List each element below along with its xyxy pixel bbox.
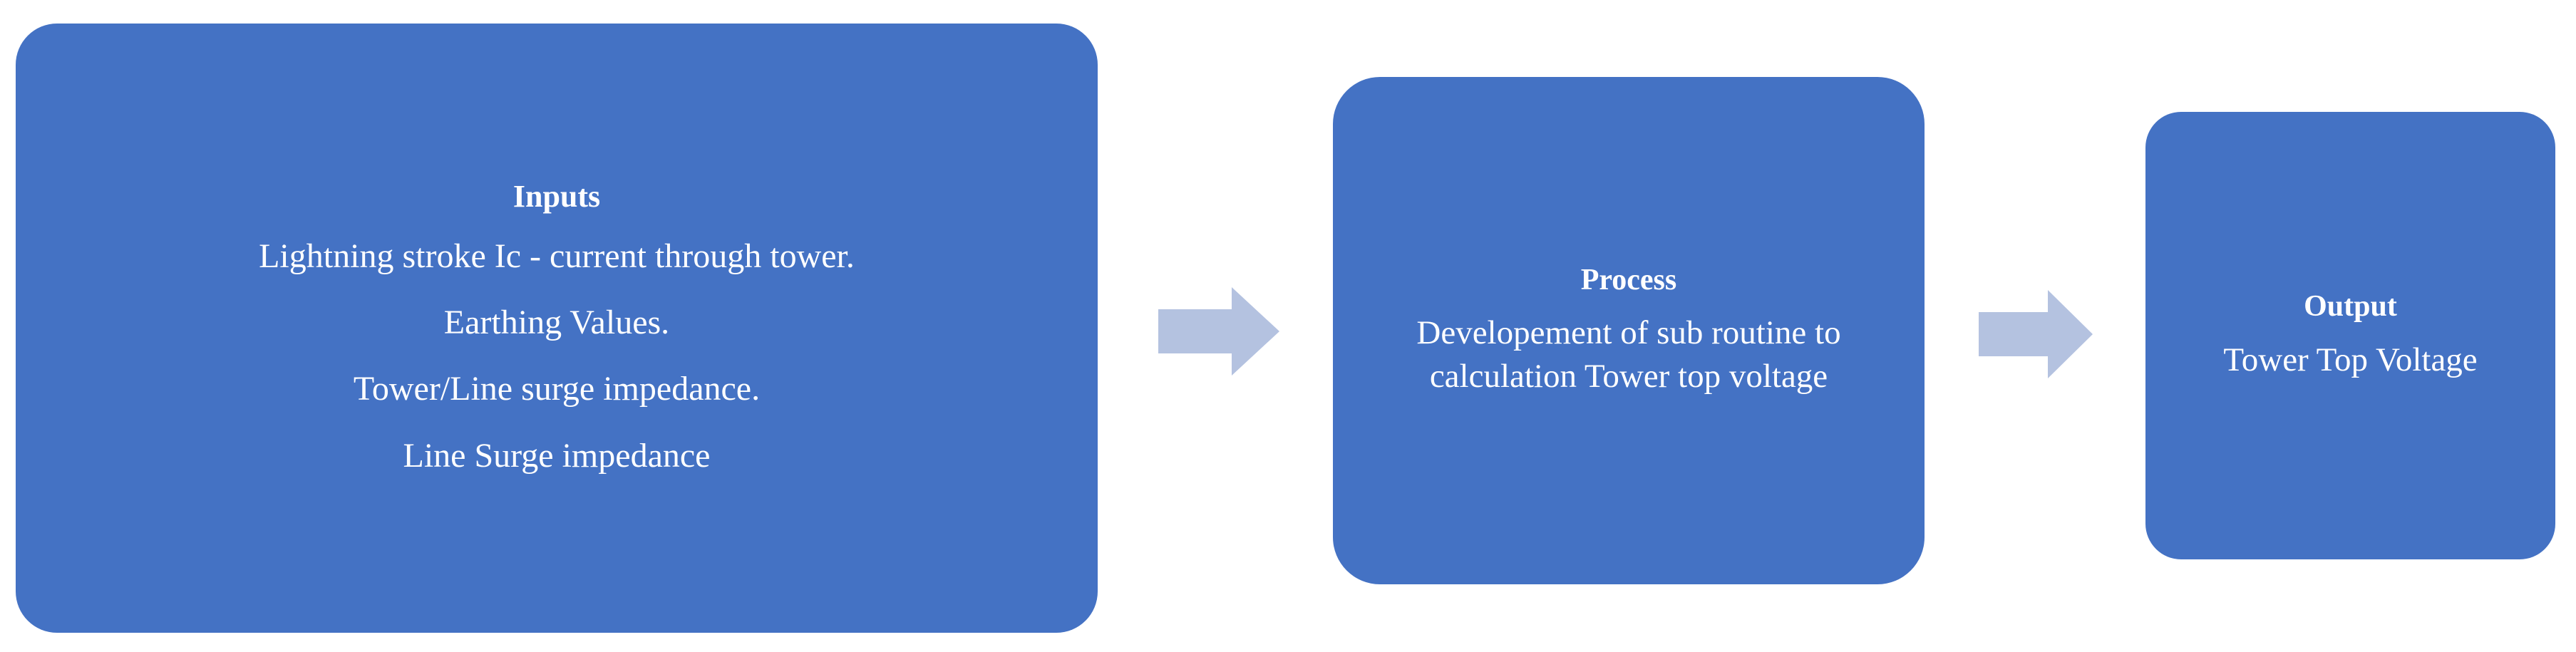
- arrow-right-icon-process-to-output: [1979, 290, 2093, 378]
- node-body-process: Developement of sub routine to calculati…: [1349, 311, 1909, 398]
- node-line-process-0: Developement of sub routine to calculati…: [1416, 314, 1841, 395]
- node-line-output-0: Tower Top Voltage: [2223, 341, 2478, 379]
- process-box-process[interactable]: Process Developement of sub routine to c…: [1333, 77, 1925, 584]
- node-title-inputs: Inputs: [512, 178, 601, 214]
- node-line-inputs-0: Lightning stroke Ic - current through to…: [259, 237, 855, 275]
- node-title-process: Process: [1580, 264, 1677, 297]
- node-title-output: Output: [2304, 289, 2397, 323]
- node-line-inputs-2: Tower/Line surge impedance.: [353, 370, 761, 408]
- node-body-output: Tower Top Voltage: [2223, 338, 2477, 382]
- node-line-inputs-1: Earthing Values.: [443, 304, 670, 342]
- node-line-inputs-3: Line Surge impedance: [403, 436, 711, 475]
- process-box-output[interactable]: Output Tower Top Voltage: [2145, 112, 2555, 559]
- process-box-inputs[interactable]: Inputs Lightning stroke Ic - current thr…: [16, 24, 1098, 633]
- node-body-inputs: Lightning stroke Ic - current through to…: [259, 234, 855, 478]
- arrow-right-icon-inputs-to-process: [1158, 287, 1279, 376]
